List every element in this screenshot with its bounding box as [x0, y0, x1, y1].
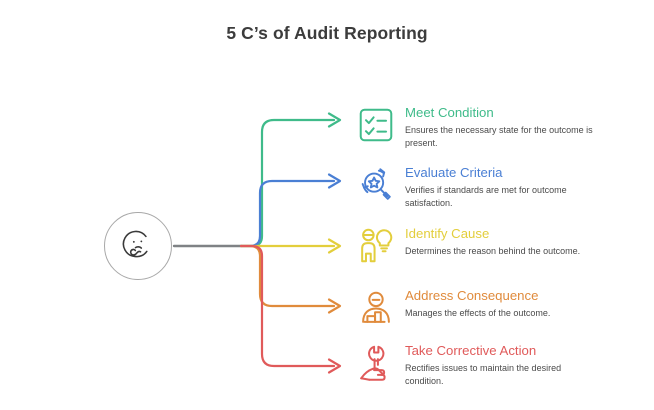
branch-connector-3 — [239, 244, 336, 308]
branch-item-4[interactable]: Take Corrective Action Rectifies issues … — [355, 342, 601, 388]
page-title: 5 C’s of Audit Reporting — [226, 23, 428, 43]
branch-arrowhead-1 — [327, 173, 342, 189]
branch-text-2: Identify Cause Determines the reason beh… — [405, 225, 580, 258]
branch-connector-4 — [239, 244, 336, 368]
branch-arrowhead-4 — [327, 358, 342, 374]
branch-description-0: Ensures the necessary state for the outc… — [405, 125, 593, 149]
branch-description-4: Rectifies issues to maintain the desired… — [405, 363, 562, 387]
branch-text-4: Take Corrective Action Rectifies issues … — [405, 342, 601, 388]
branch-text-1: Evaluate Criteria Verifies if standards … — [405, 164, 601, 210]
branch-text-0: Meet Condition Ensures the necessary sta… — [405, 104, 601, 150]
branch-heading-0: Meet Condition — [405, 105, 494, 120]
branch-connector-0 — [239, 118, 336, 248]
thinking-face-icon — [122, 230, 148, 258]
branch-description-1: Verifies if standards are met for outcom… — [405, 185, 567, 209]
hand-wrench-icon — [360, 345, 386, 381]
branch-item-0[interactable]: Meet Condition Ensures the necessary sta… — [355, 104, 601, 150]
branch-heading-2: Identify Cause — [405, 226, 490, 241]
branch-connector-1 — [239, 179, 336, 248]
branch-arrowhead-3 — [327, 298, 342, 314]
branch-heading-4: Take Corrective Action — [405, 343, 537, 358]
person-blocks-icon — [362, 291, 390, 323]
center-node-ring — [104, 212, 172, 280]
magnifier-star-icon — [361, 168, 391, 200]
branch-heading-1: Evaluate Criteria — [405, 165, 503, 180]
branch-item-3[interactable]: Address Consequence Manages the effects … — [355, 287, 550, 329]
checklist-icon — [359, 108, 393, 142]
branch-arrowhead-0 — [327, 112, 342, 128]
branch-item-1[interactable]: Evaluate Criteria Verifies if standards … — [355, 164, 601, 210]
branch-item-2[interactable]: Identify Cause Determines the reason beh… — [355, 225, 580, 267]
branch-description-2: Determines the reason behind the outcome… — [405, 246, 581, 257]
person-lightbulb-icon — [361, 228, 393, 263]
branch-description-3: Manages the effects of the outcome. — [405, 308, 551, 319]
branch-text-3: Address Consequence Manages the effects … — [405, 287, 550, 320]
branch-arrowhead-2 — [327, 238, 342, 254]
branch-heading-3: Address Consequence — [405, 288, 539, 303]
center-node[interactable] — [104, 212, 172, 280]
